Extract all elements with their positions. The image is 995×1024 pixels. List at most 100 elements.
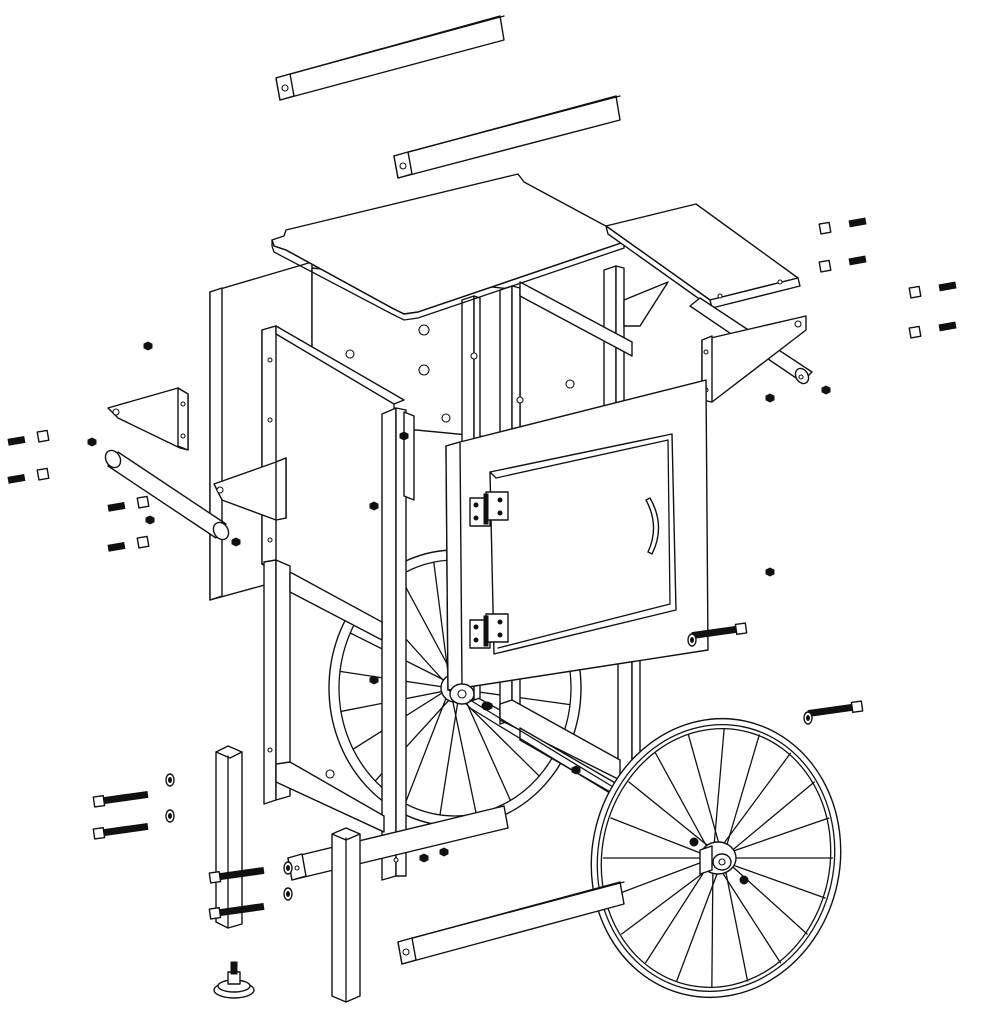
nut [145, 515, 155, 525]
rear-left-leg [215, 745, 243, 929]
spoke [722, 857, 749, 982]
spoke [606, 857, 714, 899]
washer [165, 773, 175, 787]
spoke [654, 752, 714, 859]
left-shelf-bracket [107, 387, 189, 451]
bolt [107, 495, 150, 512]
bolt [208, 866, 265, 884]
door-hinge-bottom [469, 613, 509, 649]
washer [165, 809, 175, 823]
nut [419, 853, 429, 863]
spoke [645, 857, 714, 964]
spoke [722, 734, 760, 859]
nuts [87, 341, 831, 863]
bolt-shank [107, 501, 126, 512]
bolt-head [850, 700, 864, 714]
top-rail-front [275, 15, 505, 101]
washer [283, 861, 293, 875]
nut-body [87, 437, 97, 447]
bottom-rail-front [397, 881, 625, 965]
nut [369, 675, 379, 685]
door-hinge-top [469, 491, 509, 527]
front-wheel [590, 717, 842, 999]
bolt-shank [107, 541, 126, 552]
washer-hole [286, 865, 290, 871]
bolt-shank [848, 217, 867, 228]
spoke [722, 781, 815, 859]
bolt-head [92, 826, 106, 840]
bolt [691, 622, 748, 640]
right-shelf [605, 203, 801, 309]
washer-hole [168, 777, 172, 783]
nut [369, 501, 379, 511]
bolt [7, 467, 50, 484]
bolt-head [908, 325, 922, 339]
washer-hole [806, 715, 810, 721]
bolt-head [36, 467, 50, 481]
nut-body [145, 515, 155, 525]
bolt [7, 429, 50, 446]
bolt-head [92, 794, 106, 808]
washer-hole [690, 637, 694, 643]
left-axle-tube [104, 449, 230, 541]
nut [87, 437, 97, 447]
bolt-head [36, 429, 50, 443]
bolt-shank [938, 281, 957, 292]
nut [765, 567, 775, 577]
washer [283, 887, 293, 901]
nut-body [821, 385, 831, 395]
spoke [687, 734, 724, 859]
washer [803, 711, 813, 725]
bolt [107, 535, 150, 552]
washer-hole [286, 891, 290, 897]
front-left-leg [331, 827, 361, 1003]
spoke [722, 857, 808, 935]
bolt-head [818, 221, 832, 235]
bolt-shank [7, 435, 26, 446]
nut-body [399, 431, 409, 441]
bolt-shank [218, 866, 265, 881]
nut [765, 393, 775, 403]
bolt [818, 217, 867, 235]
nut [231, 537, 241, 547]
spoke [712, 857, 782, 964]
bolt-head [136, 535, 150, 549]
spoke [711, 857, 714, 988]
bolt-shank [218, 902, 265, 917]
nut [821, 385, 831, 395]
bolt [908, 321, 957, 339]
nut-body [369, 501, 379, 511]
bolt-shank [807, 703, 854, 718]
spoke [610, 817, 714, 859]
bolt-head [136, 495, 150, 509]
bolt-shank [848, 255, 867, 266]
nut-body [571, 765, 581, 775]
nut-body [419, 853, 429, 863]
washer-hole [168, 813, 172, 819]
bolt [908, 281, 957, 299]
spoke [712, 752, 791, 859]
nut [571, 765, 581, 775]
bolt [92, 790, 149, 808]
washers [165, 633, 813, 901]
front-door [445, 379, 709, 691]
bolt-shank [938, 321, 957, 332]
bolt-head [208, 906, 222, 920]
bolt-head [908, 285, 922, 299]
left-frame [263, 407, 625, 881]
spoke [459, 687, 512, 802]
spoke [449, 687, 477, 815]
bolt [818, 255, 867, 273]
spoke [439, 687, 461, 816]
bolt-shank [102, 822, 149, 837]
nut-body [765, 393, 775, 403]
nut [439, 847, 449, 857]
nut-body [765, 567, 775, 577]
bolt-head [208, 870, 222, 884]
nut-body [231, 537, 241, 547]
washer [687, 633, 697, 647]
side-shelf-bracket [213, 457, 287, 521]
bolt-shank [102, 790, 149, 805]
bolt-shank [7, 473, 26, 484]
